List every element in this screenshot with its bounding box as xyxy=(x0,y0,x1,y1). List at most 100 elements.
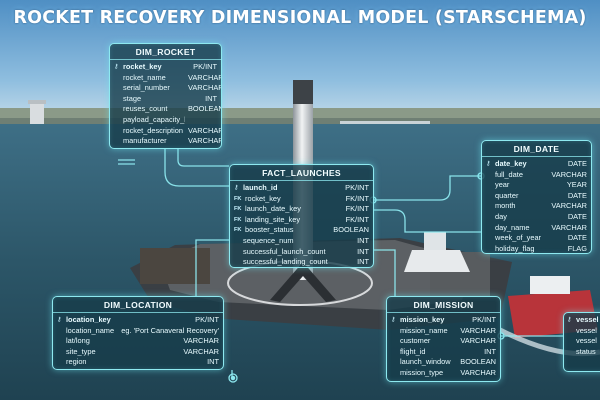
column-name: launch_window xyxy=(400,357,451,368)
column-name: manufacturer xyxy=(123,136,185,147)
foreign-key-marker: FK xyxy=(234,204,245,215)
column-type: DATE xyxy=(565,159,587,170)
column-type: VARCHAR xyxy=(548,223,587,234)
key-icon: ⚷ xyxy=(486,159,495,170)
column-name: status xyxy=(576,347,596,358)
column-type: FK/INT xyxy=(343,215,369,226)
table-title: DIM_MISSION xyxy=(387,297,500,313)
column-name: payload_capacity_kg xyxy=(123,115,185,126)
column-type: FLAG xyxy=(565,244,587,254)
column-name: holiday_flag xyxy=(495,244,534,254)
column-name: location_key xyxy=(66,315,111,326)
table-row: ⚷location_key PK/INT xyxy=(57,315,219,326)
column-name: successful_landing_count xyxy=(243,257,328,268)
key-icon: ⚷ xyxy=(114,62,123,73)
table-rows: ⚷location_key PK/INT location_name eg. 'Por… xyxy=(53,313,223,370)
column-type: INT xyxy=(204,357,219,368)
column-type: INT xyxy=(481,347,496,358)
column-name: flight_id xyxy=(400,347,425,358)
table-dim-location[interactable]: DIM_LOCATION ⚷location_key PK/INT location… xyxy=(52,296,224,370)
column-name: vessel xyxy=(576,336,597,347)
table-row: region INT xyxy=(57,357,219,368)
table-row: payload_capacity_kg xyxy=(114,115,217,126)
column-name: rocket_description xyxy=(123,126,185,137)
column-name: lat/long xyxy=(66,336,90,347)
table-row: sequence_num INT xyxy=(234,236,369,247)
table-row: launch_window BOOLEAN xyxy=(391,357,496,368)
column-type: FK/INT xyxy=(343,204,369,215)
column-type: VARCHAR xyxy=(185,83,222,94)
column-name: region xyxy=(66,357,87,368)
table-title: FACT_LAUNCHES xyxy=(230,165,373,181)
table-row: ⚷mission_key PK/INT xyxy=(391,315,496,326)
column-name: location_name xyxy=(66,326,114,337)
column-type: PK/INT xyxy=(469,315,496,326)
table-title: DIM_LOCATION xyxy=(53,297,223,313)
column-name: landing_site_key xyxy=(245,215,300,226)
column-name: serial_number xyxy=(123,83,185,94)
column-type: INT xyxy=(354,257,369,268)
column-name: rocket_name xyxy=(123,73,185,84)
column-name: reuses_count xyxy=(123,104,185,115)
column-type: INT xyxy=(354,236,369,247)
key-icon: ⚷ xyxy=(57,315,66,326)
column-type: VARCHAR xyxy=(548,170,587,181)
column-type: VARCHAR xyxy=(180,347,219,358)
key-icon: ⚷ xyxy=(391,315,400,326)
foreign-key-marker: FK xyxy=(234,194,245,205)
column-type: DATE xyxy=(565,233,587,244)
column-type: eg. 'Port Canaveral Recovery' xyxy=(118,326,219,337)
column-type: VARCHAR xyxy=(185,73,222,84)
column-name: month xyxy=(495,201,516,212)
column-name: vessel xyxy=(576,315,599,326)
table-row: vessel xyxy=(567,326,600,337)
table-row: lat/long VARCHAR xyxy=(57,336,219,347)
column-name: day xyxy=(495,212,507,223)
column-name: successful_launch_count xyxy=(243,247,326,258)
column-type: INT xyxy=(202,94,217,105)
column-name: mission_key xyxy=(400,315,444,326)
column-type: BOOLEAN xyxy=(457,357,496,368)
column-name: sequence_num xyxy=(243,236,294,247)
column-name: mission_name xyxy=(400,326,448,337)
table-row: week_of_year DATE xyxy=(486,233,587,244)
column-type: PK/INT xyxy=(190,62,217,73)
column-type: VARCHAR xyxy=(548,201,587,212)
table-row: flight_id INT xyxy=(391,347,496,358)
column-name: week_of_year xyxy=(495,233,541,244)
column-type: YEAR xyxy=(564,180,587,191)
column-name: launch_id xyxy=(243,183,278,194)
column-type: VARCHAR xyxy=(180,336,219,347)
column-name: stage xyxy=(123,94,185,105)
table-row: mission_name VARCHAR xyxy=(391,326,496,337)
column-type: VARCHAR xyxy=(457,336,496,347)
column-type: VARCHAR xyxy=(185,126,222,137)
column-type: PK/INT xyxy=(192,315,219,326)
column-type: VARCHAR xyxy=(457,368,496,379)
column-name: booster_status xyxy=(245,225,293,236)
table-title: DIM_ROCKET xyxy=(110,44,221,60)
foreign-key-marker: FK xyxy=(234,215,245,226)
column-type: VARCHAR xyxy=(457,326,496,337)
column-type: BOOLEAN xyxy=(185,104,222,115)
column-name: rocket_key xyxy=(245,194,281,205)
